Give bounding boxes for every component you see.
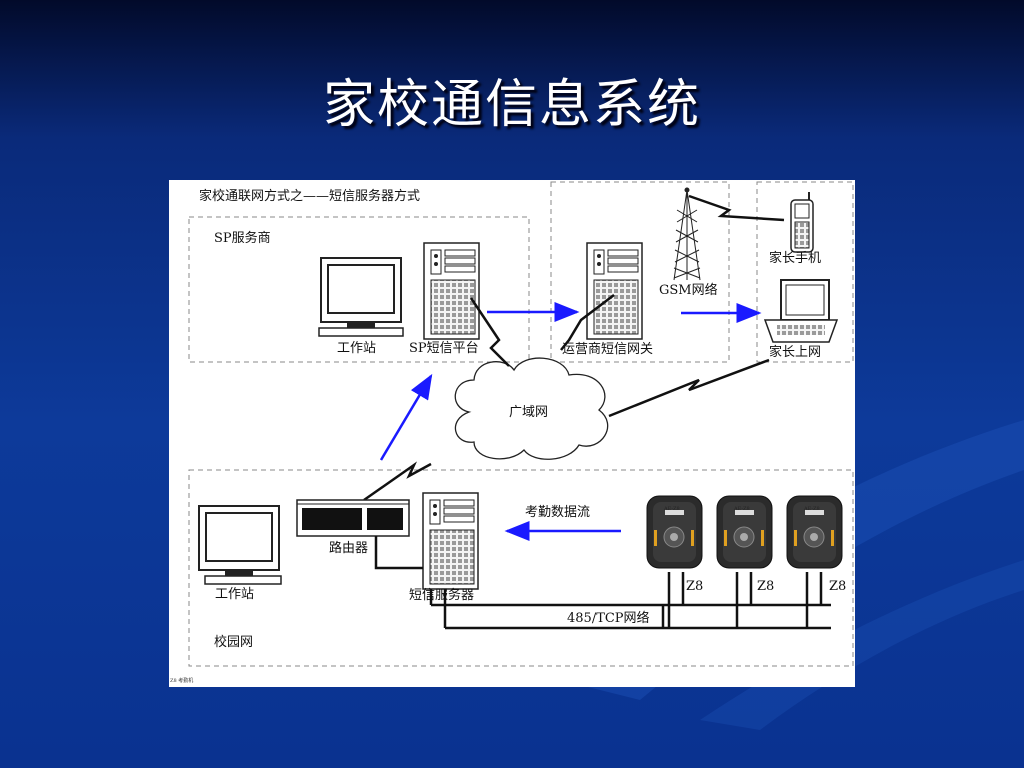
diagram-heading: 家校通联网方式之——短信服务器方式 xyxy=(199,189,421,204)
sp-workstation-icon xyxy=(318,257,404,337)
network-diagram: 家校通联网方式之——短信服务器方式 SP服务商 工作站 SP短信平台 运营商短信… xyxy=(169,180,855,687)
parent-region-box xyxy=(756,181,854,363)
sp-workstation-label: 工作站 xyxy=(337,341,377,356)
reader-1-panel-label: AE-Z8 xyxy=(664,506,680,512)
wireless-links xyxy=(363,194,785,502)
slide-title: 家校通信息系统 xyxy=(322,75,701,135)
parent-online-label: 家长上网 xyxy=(769,345,822,360)
attendance-flow-label: 考勤数据流 xyxy=(525,505,591,520)
z8-reader-2-icon xyxy=(716,495,773,569)
sms-server-label: 短信服务器 xyxy=(409,588,475,603)
flow-arrows xyxy=(379,302,762,541)
parent-phone-icon xyxy=(790,192,814,253)
sp-sms-server-icon xyxy=(423,242,480,340)
router-server-cable xyxy=(374,536,423,570)
campus-sms-server-icon xyxy=(422,492,479,590)
parent-phone-label: 家长手机 xyxy=(769,251,822,266)
parent-laptop-icon xyxy=(763,279,839,343)
network-bus xyxy=(429,572,831,630)
carrier-gateway-server-icon xyxy=(586,242,643,340)
bus-label: 485/TCP网络 xyxy=(567,611,650,626)
router-icon xyxy=(296,499,410,537)
campus-region-label: 校园网 xyxy=(214,635,254,650)
carrier-gateway-label: 运营商短信网关 xyxy=(562,342,654,357)
campus-region-box xyxy=(188,469,854,667)
campus-workstation-icon xyxy=(198,505,282,585)
carrier-region-box xyxy=(550,181,730,363)
reader-3-panel-label: AE-Z8 xyxy=(804,506,820,512)
reader-3-label: Z8 xyxy=(829,579,847,594)
campus-workstation-label: 工作站 xyxy=(215,587,255,602)
footnote: Z8 考勤机 xyxy=(170,678,194,684)
z8-reader-1-icon xyxy=(646,495,703,569)
wan-label: 广域网 xyxy=(509,405,549,420)
router-label: 路由器 xyxy=(329,541,369,556)
reader-2-label: Z8 xyxy=(757,579,775,594)
reader-1-label: Z8 xyxy=(686,579,704,594)
sp-region-label: SP服务商 xyxy=(214,231,271,246)
wan-cloud-icon xyxy=(454,357,609,460)
gsm-network-label: GSM网络 xyxy=(659,283,718,298)
reader-2-panel-label: AE-Z8 xyxy=(734,506,750,512)
z8-reader-3-icon xyxy=(786,495,843,569)
sp-sms-platform-label: SP短信平台 xyxy=(409,341,479,356)
gsm-tower-icon xyxy=(673,187,701,281)
